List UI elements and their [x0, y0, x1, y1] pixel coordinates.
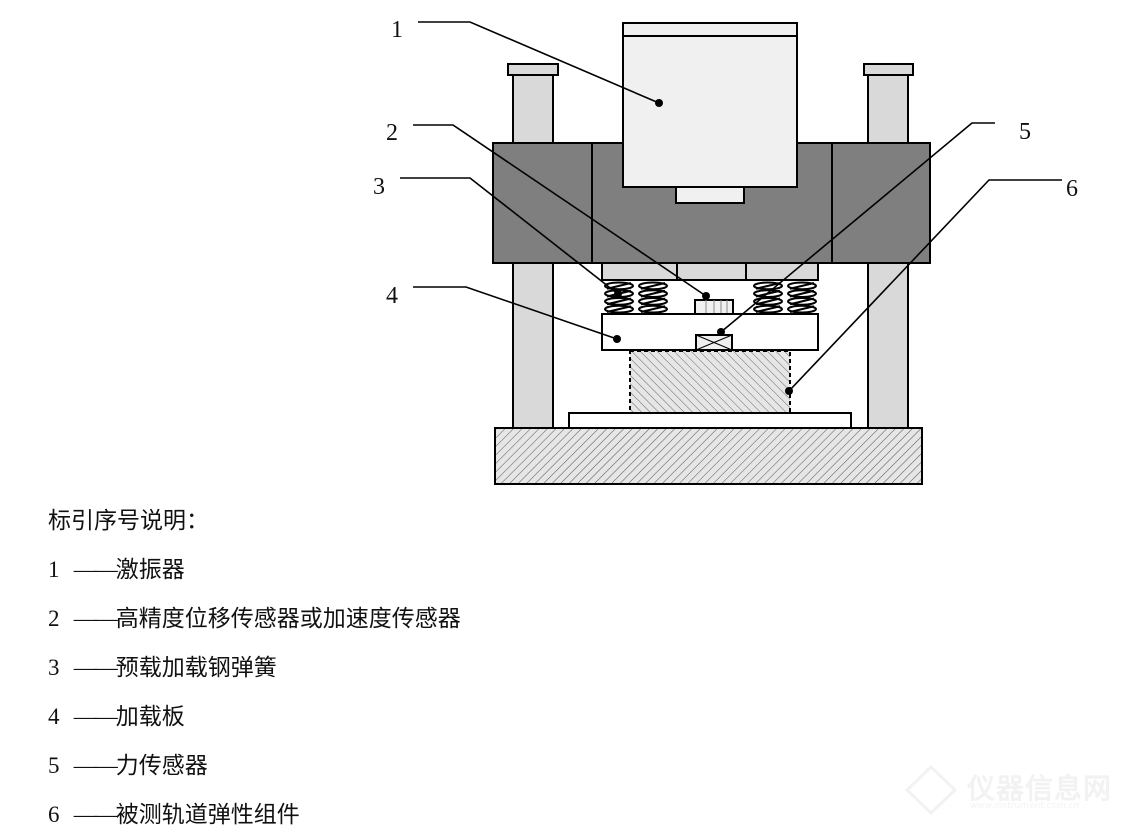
- leader-dot-1: [655, 99, 663, 107]
- callout-number-4: 4: [386, 283, 398, 309]
- legend-dash: ——: [73, 606, 118, 631]
- legend-dash: ——: [73, 655, 118, 680]
- leader-dot-4: [613, 335, 621, 343]
- leader-line-4: [413, 286, 618, 340]
- spring-seat-blocks: [601, 262, 819, 281]
- spring-wire: [755, 305, 781, 313]
- legend-item-number: 4: [48, 704, 60, 729]
- spring-wire: [640, 297, 666, 306]
- shaker: [622, 22, 798, 204]
- spring-wire: [640, 289, 666, 298]
- test-rig-diagram: 1 2 3 4 5 6: [373, 17, 1078, 485]
- legend-item-label: 激振器: [115, 557, 185, 582]
- legend-item-label: 力传感器: [115, 753, 208, 778]
- watermark-text: 仪器信息网: [967, 772, 1113, 805]
- legend-item-4: 4 ——加载板: [48, 692, 461, 741]
- spring-wire: [606, 305, 632, 313]
- foundation: [494, 427, 923, 485]
- legend-dash: ——: [73, 802, 118, 827]
- watermark-logo-icon: [905, 765, 957, 815]
- legend-dash: ——: [73, 704, 118, 729]
- leader-line-2: [413, 124, 707, 297]
- legend-item-2: 2 ——高精度位移传感器或加速度传感器: [48, 594, 461, 643]
- watermark-url: www.instrument.com.cn: [970, 801, 1080, 811]
- leader-line-5: [720, 122, 995, 333]
- callout-number-2: 2: [386, 120, 398, 146]
- spring-4: [787, 281, 817, 314]
- spring-wire: [640, 305, 666, 313]
- spring-wire: [755, 282, 781, 290]
- spring-wire: [789, 297, 815, 306]
- leader-dot-6: [785, 387, 793, 395]
- watermark: 仪器信息网 www.instrument.com.cn: [905, 765, 1120, 815]
- legend-item-label: 高精度位移传感器或加速度传感器: [115, 606, 461, 631]
- legend: 标引序号说明： 1 ——激振器 2 ——高精度位移传感器或加速度传感器 3 ——…: [48, 496, 461, 839]
- spring-wire: [789, 282, 815, 290]
- legend-title: 标引序号说明：: [48, 508, 209, 533]
- legend-item-1: 1 ——激振器: [48, 545, 461, 594]
- legend-item-3: 3 ——预载加载钢弹簧: [48, 643, 461, 692]
- legend-item-label: 被测轨道弹性组件: [115, 802, 300, 827]
- callout-number-5: 5: [1019, 119, 1031, 145]
- spring-2: [638, 281, 668, 314]
- spring-wire: [755, 297, 781, 306]
- leader-dots: [613, 99, 793, 395]
- preload-springs: [604, 281, 817, 314]
- leader-lines: [400, 21, 1062, 392]
- force-sensor: [695, 334, 733, 351]
- legend-item-number: 5: [48, 753, 60, 778]
- leader-line-1: [418, 21, 660, 104]
- spring-wire: [640, 282, 666, 290]
- callout-number-6: 6: [1066, 176, 1078, 202]
- spring-wire: [606, 297, 632, 306]
- legend-dash: ——: [73, 557, 118, 582]
- leader-line-6: [788, 179, 1062, 392]
- base-plate: [568, 412, 852, 429]
- spring-wire: [789, 305, 815, 313]
- legend-item-5: 5 ——力传感器: [48, 741, 461, 790]
- legend-item-number: 6: [48, 802, 60, 827]
- legend-item-number: 2: [48, 606, 60, 631]
- leader-dot-5: [717, 328, 725, 336]
- callout-number-3: 3: [373, 174, 385, 200]
- legend-dash: ——: [73, 753, 118, 778]
- elastic-component-specimen: [629, 350, 791, 414]
- legend-item-6: 6 ——被测轨道弹性组件: [48, 790, 461, 839]
- displacement-sensor: [694, 299, 734, 315]
- leader-dot-3: [614, 290, 622, 298]
- callout-number-1: 1: [391, 17, 403, 43]
- leader-line-3: [400, 177, 619, 295]
- legend-item-number: 3: [48, 655, 60, 680]
- legend-item-label: 预载加载钢弹簧: [115, 655, 277, 680]
- leader-dot-2: [702, 292, 710, 300]
- spring-3: [753, 281, 783, 314]
- legend-item-number: 1: [48, 557, 60, 582]
- legend-item-label: 加载板: [115, 704, 185, 729]
- spring-wire: [789, 289, 815, 298]
